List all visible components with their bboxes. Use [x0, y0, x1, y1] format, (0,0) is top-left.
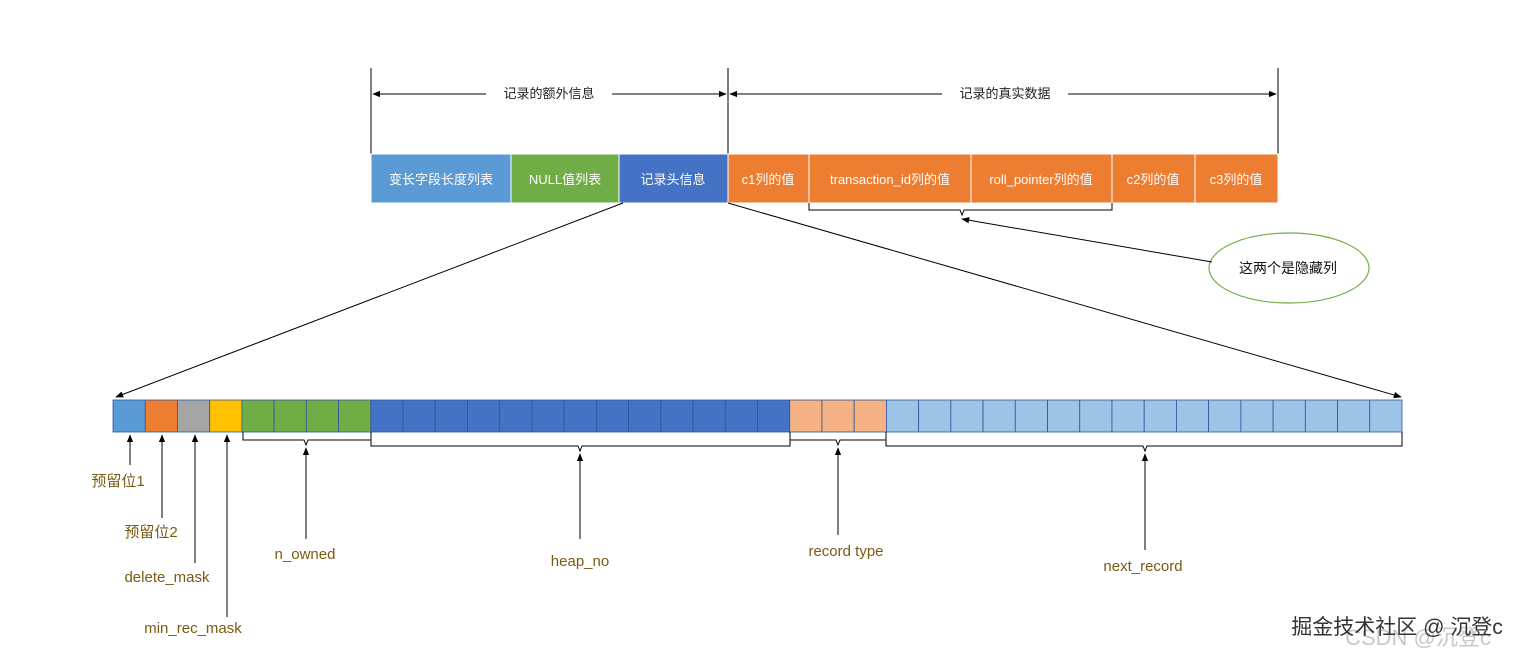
field-cell-null-list [510, 153, 620, 204]
field-cell-record-header [618, 153, 729, 204]
record-fields-row: 变长字段长度列表 NULL值列表 记录头信息 c1列的值 transaction… [370, 153, 1279, 204]
bit-cell-record-type [853, 399, 887, 433]
bit-cell-next-record [1079, 399, 1113, 433]
n-owned-brace [242, 432, 372, 447]
bit-cell-next-record [1369, 399, 1403, 433]
bit-cell-heap-no [402, 399, 436, 433]
bit-cell-heap-no [595, 399, 630, 433]
hidden-columns-brace [808, 203, 1113, 217]
bit-cell-record-type [821, 399, 855, 433]
min-rec-mask-label: min_rec_mask [144, 620, 242, 637]
bit-cell-next-record [1272, 399, 1306, 433]
record-header-bits-row [112, 399, 1403, 433]
bit-cell-next-record [918, 399, 952, 433]
watermark-faded: CSDN @沉登c [1345, 625, 1491, 650]
next-record-brace [885, 432, 1403, 453]
reserved2-label: 预留位2 [124, 524, 177, 541]
bit-cell-next-record [1143, 399, 1177, 433]
field-label-c3: c3列的值 [1210, 172, 1263, 187]
field-cell-c3 [1194, 153, 1279, 204]
bit-cell-n-owned [241, 399, 275, 433]
watermark: 掘金技术社区 @ 沉登c [1291, 616, 1503, 639]
record-type-label: record type [808, 543, 883, 560]
record-type-brace [789, 432, 887, 447]
callout-pointer-arrow [961, 217, 1213, 263]
bit-cell-heap-no [434, 399, 468, 433]
bit-cell-heap-no [757, 399, 791, 433]
field-cell-var-len-list [370, 153, 512, 204]
field-label-null-list: NULL值列表 [529, 172, 601, 187]
heap-no-brace [370, 432, 791, 453]
n-owned-label: n_owned [275, 546, 336, 563]
bit-cell-heap-no [531, 399, 565, 433]
field-label-transaction-id: transaction_id列的值 [830, 172, 950, 187]
expand-line-left [115, 202, 624, 398]
field-label-c1: c1列的值 [742, 172, 795, 187]
field-label-roll-pointer: roll_pointer列的值 [989, 172, 1092, 187]
bit-cell-next-record [1047, 399, 1081, 433]
hidden-columns-callout-text: 这两个是隐藏列 [1239, 260, 1337, 276]
bit-cell-heap-no [628, 399, 662, 433]
bit-cell-next-record [982, 399, 1016, 433]
bit-cell-heap-no [563, 399, 597, 433]
bit-cell-heap-no [660, 399, 694, 433]
bit-cell-next-record [1304, 399, 1338, 433]
bit-cell-heap-no [692, 399, 726, 433]
field-label-var-len-list: 变长字段长度列表 [389, 172, 493, 187]
field-label-c2: c2列的值 [1127, 172, 1180, 187]
extra-info-label: 记录的额外信息 [503, 86, 594, 101]
bit-cell-record-type [789, 399, 823, 433]
bit-cell-n-owned [273, 399, 307, 433]
bit-cell-next-record [1240, 399, 1274, 433]
bit-cell-next-record [1176, 399, 1210, 433]
bit-cell-n-owned [305, 399, 339, 433]
field-cell-transaction-id [808, 153, 972, 204]
bit-cell-n-owned [338, 399, 372, 433]
heap-no-label: heap_no [551, 553, 609, 570]
bit-cell-1 [112, 399, 146, 433]
bit-cell-next-record [950, 399, 984, 433]
bit-cell-next-record [1208, 399, 1242, 433]
bit-cell-min-rec-mask [209, 399, 243, 433]
reserved1-label: 预留位1 [91, 473, 144, 490]
bit-cell-next-record [886, 399, 920, 433]
expand-line-right [727, 202, 1402, 399]
bit-cell-heap-no [370, 399, 404, 433]
bit-cell-heap-no [499, 399, 533, 433]
bit-cell-2 [144, 399, 178, 433]
real-data-label: 记录的真实数据 [959, 86, 1050, 101]
bit-cell-heap-no [724, 399, 758, 433]
next-record-label: next_record [1103, 558, 1182, 575]
delete-mask-label: delete_mask [124, 569, 210, 586]
field-cell-c1 [727, 153, 810, 204]
bit-cell-delete-mask [177, 399, 211, 433]
bit-cell-next-record [1014, 399, 1048, 433]
bit-cell-next-record [1111, 399, 1145, 433]
bit-cell-next-record [1337, 399, 1371, 433]
field-cell-roll-pointer [970, 153, 1113, 204]
bit-cell-heap-no [467, 399, 501, 433]
hidden-columns-callout [1208, 232, 1370, 304]
field-label-record-header: 记录头信息 [640, 172, 705, 187]
